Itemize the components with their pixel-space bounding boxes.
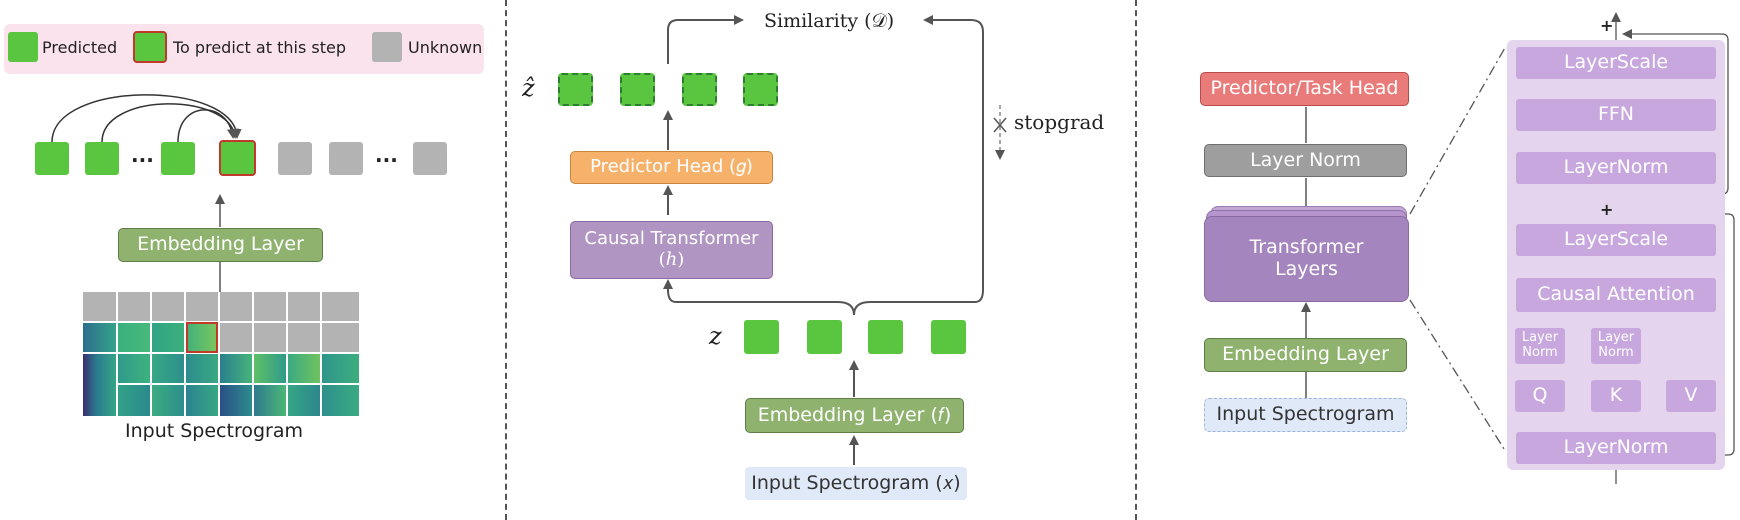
curve-arrow-2 [101, 103, 240, 143]
causal-transformer-line1: Causal Transformer [584, 228, 759, 250]
legend [4, 24, 484, 74]
spec-cell [118, 323, 150, 352]
spec-cell [118, 292, 150, 321]
right-input-spectrogram: Input Spectrogram [1204, 398, 1407, 432]
spec-cell [186, 385, 218, 416]
legend-predicted-swatch [8, 32, 38, 62]
detail-q: Q [1515, 380, 1565, 412]
legend-to-predict-swatch [133, 31, 167, 63]
stopgrad-label: stopgrad [1014, 110, 1105, 134]
token-unknown-2 [329, 142, 363, 175]
spec-cell [152, 354, 184, 383]
middle-input-spectrogram: Input Spectrogram (𝑥) [745, 467, 967, 500]
zhat-token-3 [682, 73, 717, 106]
predictor-head: Predictor Head (𝑔) [570, 151, 773, 184]
spec-cell-highlight [186, 322, 218, 353]
token-ellipsis-1: ... [131, 143, 154, 167]
causal-transformer-line2: (ℎ) [658, 249, 685, 270]
separator-right [1135, 0, 1137, 520]
brace-right [853, 15, 984, 316]
layer-norm-k-line2: Norm [1598, 345, 1634, 360]
zhat-label: ẑ [522, 74, 535, 102]
spec-cell [152, 323, 184, 352]
token-ellipsis-2: ... [375, 143, 398, 167]
spec-cell [254, 385, 286, 416]
spec-cell [186, 292, 218, 321]
z-label: 𝑧 [709, 322, 722, 350]
spec-cell [152, 292, 184, 321]
spec-cell [83, 354, 116, 416]
left-input-label: Input Spectrogram [125, 420, 303, 442]
layer-norm-q-line2: Norm [1522, 345, 1558, 360]
spec-cell [322, 323, 359, 352]
separator-left [505, 0, 507, 520]
detail-layernorm-bottom: LayerNorm [1516, 432, 1716, 464]
legend-predicted-label: Predicted [42, 38, 118, 57]
spec-cell [118, 385, 150, 416]
spec-cell [220, 323, 252, 352]
token-predicted-3 [161, 142, 195, 175]
spec-cell [288, 385, 320, 416]
residual-plus-mid: + [1600, 200, 1614, 219]
spec-cell [254, 354, 286, 383]
layer-norm-q-line1: Layer [1521, 330, 1559, 346]
token-unknown-3 [413, 142, 447, 175]
spec-cell [322, 354, 359, 383]
middle-embedding-layer: Embedding Layer (𝑓) [745, 398, 964, 433]
zhat-token-4 [743, 73, 778, 106]
detail-layer-norm-q: Layer Norm [1515, 328, 1565, 364]
spec-cell [152, 385, 184, 416]
detail-layerscale-top: LayerScale [1516, 47, 1716, 79]
spec-cell [288, 292, 320, 321]
detail-layer-norm-k: Layer Norm [1591, 328, 1641, 364]
token-predicted-2 [85, 142, 119, 175]
zhat-token-1 [558, 73, 593, 106]
detail-k: K [1591, 380, 1641, 412]
spec-cell [322, 292, 359, 321]
zhat-token-2 [620, 73, 655, 106]
spec-cell [186, 354, 218, 383]
detail-layerscale-mid: LayerScale [1516, 224, 1716, 256]
spec-cell [118, 354, 150, 383]
layer-norm-k-line1: Layer [1597, 330, 1635, 346]
spec-cell [254, 323, 286, 352]
detail-layernorm-mid: LayerNorm [1516, 152, 1716, 184]
spec-cell [220, 385, 252, 416]
spec-cell [288, 323, 320, 352]
spec-cell [220, 354, 252, 383]
detail-v: V [1666, 380, 1716, 412]
spec-cell [83, 292, 116, 321]
z-token-2 [807, 320, 842, 354]
legend-to-predict-label: To predict at this step [173, 38, 346, 57]
detail-ffn: FFN [1516, 99, 1716, 131]
right-layer-norm: Layer Norm [1204, 144, 1407, 177]
right-embedding-layer: Embedding Layer [1204, 338, 1407, 372]
spec-cell [83, 323, 116, 352]
brace-left [667, 289, 855, 316]
z-token-3 [868, 320, 903, 354]
predictor-task-head: Predictor/Task Head [1200, 72, 1409, 106]
curve-arrow-3 [177, 109, 237, 143]
legend-unknown-swatch [372, 32, 402, 62]
token-unknown-1 [278, 142, 312, 175]
token-to-predict [219, 140, 256, 176]
spec-cell [254, 292, 286, 321]
spec-cell [220, 292, 252, 321]
transformer-layers: Transformer Layers [1204, 216, 1409, 302]
transformer-layers-line1: Transformer [1249, 236, 1364, 259]
residual-plus-top: + [1600, 16, 1614, 35]
causal-transformer: Causal Transformer (ℎ) [570, 221, 773, 279]
left-embedding-layer: Embedding Layer [118, 228, 323, 262]
transformer-layers-line2: Layers [1275, 258, 1338, 280]
spec-cell [322, 385, 359, 416]
token-predicted-1 [35, 142, 69, 175]
spec-cell [288, 354, 320, 383]
z-token-4 [931, 320, 966, 354]
curve-arrow-1 [51, 94, 242, 143]
legend-unknown-label: Unknown [408, 38, 483, 57]
z-token-1 [744, 320, 779, 354]
detail-causal-attention: Causal Attention [1516, 278, 1716, 312]
similarity-label: Similarity (𝒟) [764, 10, 895, 32]
